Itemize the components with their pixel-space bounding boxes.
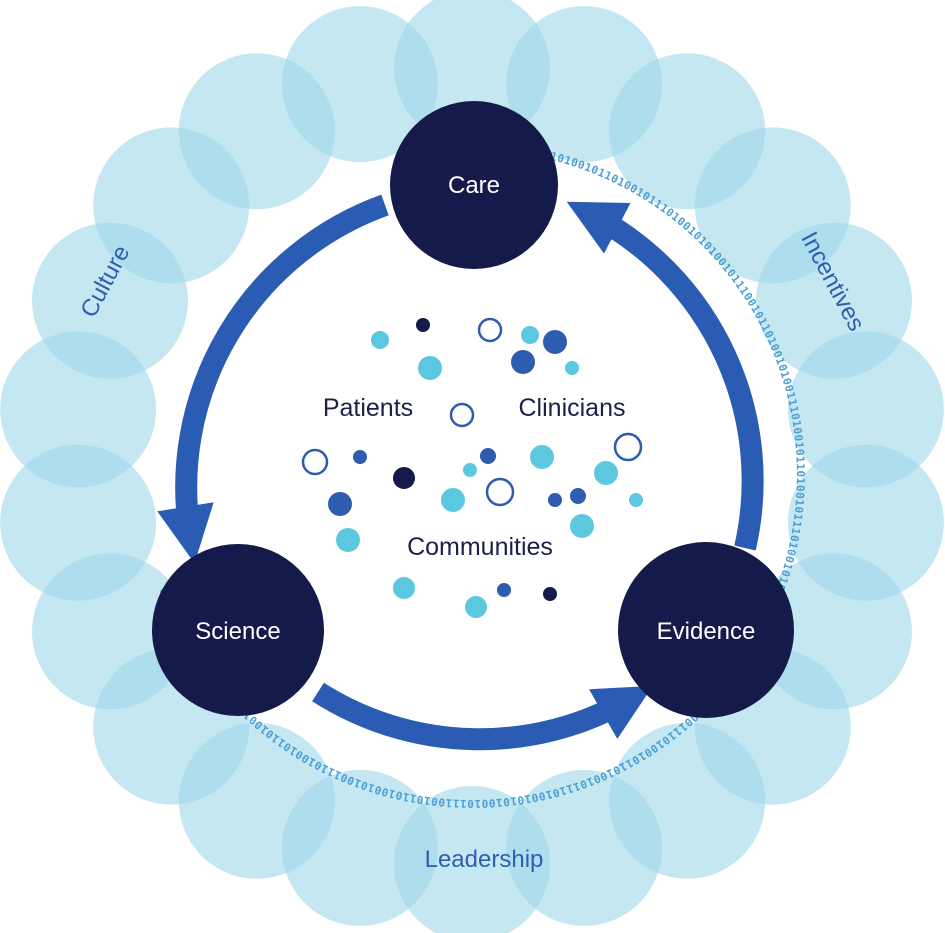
node-evidence: Evidence bbox=[618, 542, 794, 718]
center-dot bbox=[465, 596, 487, 618]
center-dot bbox=[543, 330, 567, 354]
center-dot-cluster bbox=[301, 317, 643, 618]
center-dot bbox=[393, 467, 415, 489]
center-dot bbox=[336, 528, 360, 552]
node-evidence-circle bbox=[618, 542, 794, 718]
arrow-evidence-to-care bbox=[566, 201, 764, 551]
ring-bubble bbox=[787, 331, 944, 488]
center-dot bbox=[548, 493, 562, 507]
center-label-clinicians: Clinicians bbox=[519, 394, 626, 422]
arrow-science-to-evidence bbox=[312, 682, 653, 751]
center-dot bbox=[530, 445, 554, 469]
arrow-care-to-science bbox=[157, 194, 389, 564]
cycle-arrows bbox=[157, 194, 764, 751]
center-dot bbox=[594, 461, 618, 485]
node-care: Care bbox=[390, 101, 558, 269]
ring-bubble bbox=[0, 444, 157, 601]
center-label-communities: Communities bbox=[407, 533, 553, 561]
center-dot bbox=[393, 577, 415, 599]
center-dot bbox=[328, 492, 352, 516]
center-dot bbox=[371, 331, 389, 349]
center-dot bbox=[511, 350, 535, 374]
center-dot bbox=[301, 448, 329, 476]
center-dot bbox=[497, 583, 511, 597]
center-dot bbox=[463, 463, 477, 477]
ring-bubble bbox=[281, 6, 438, 163]
center-dot bbox=[613, 432, 643, 462]
center-dot bbox=[449, 402, 475, 428]
center-dot bbox=[418, 356, 442, 380]
node-science-circle bbox=[152, 544, 324, 716]
center-dot bbox=[521, 326, 539, 344]
node-care-circle bbox=[390, 101, 558, 269]
center-dot bbox=[441, 488, 465, 512]
center-dot bbox=[477, 317, 503, 343]
center-dot bbox=[570, 488, 586, 504]
node-evidence-label: Evidence bbox=[657, 618, 756, 645]
node-science: Science bbox=[152, 544, 324, 716]
node-science-label: Science bbox=[195, 618, 280, 645]
center-labels: Patients Clinicians Communities bbox=[323, 394, 626, 561]
center-label-patients: Patients bbox=[323, 394, 413, 422]
ring-label-leadership: Leadership bbox=[425, 846, 544, 873]
center-dot bbox=[353, 450, 367, 464]
center-dot bbox=[629, 493, 643, 507]
node-care-label: Care bbox=[448, 172, 500, 199]
center-dot bbox=[480, 448, 496, 464]
center-dot bbox=[570, 514, 594, 538]
center-dot bbox=[543, 587, 557, 601]
center-dot bbox=[565, 361, 579, 375]
center-dot bbox=[416, 318, 430, 332]
center-dot bbox=[485, 477, 515, 507]
